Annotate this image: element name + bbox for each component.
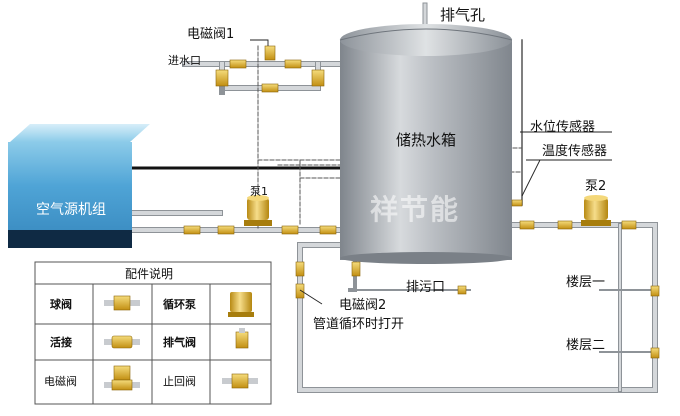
outlet-fitting-1 [519,220,535,230]
legend-icons [104,292,258,391]
inlet-fitting-2 [284,59,302,69]
air-source-unit-label: 空气源机组 [36,202,106,218]
ball-valve-icon [104,295,140,311]
pipe-note-label: 管道循环时打开 [313,317,405,332]
drain-fitting [351,261,361,277]
legend-item-circulation-pump: 循环泵 [163,298,196,311]
unit-return-pipe [127,210,343,233]
solenoid-valve-icon [104,365,140,391]
return-fitting-2 [217,225,235,235]
pump-2-label: 泵2 [585,179,607,194]
solenoid-valve-2-body [295,283,305,299]
pump-1-label: 泵1 [250,185,268,198]
legend-item-check-valve: 止回阀 [163,375,196,388]
storage-tank-label: 储热水箱 [396,131,457,149]
inlet-fitting-1 [229,59,247,69]
outlet-fitting-2 [557,220,573,230]
floor-1-label: 楼层一 [566,275,606,290]
legend-item-ball-valve: 球阀 [50,298,72,311]
fittings [183,45,660,359]
pump-2 [581,195,611,226]
solenoid-valve-1-label: 电磁阀1 [187,27,235,42]
exhaust-valve-icon [235,328,249,349]
solenoid-valve-2-label: 电磁阀2 [339,298,387,313]
return-fitting-4 [319,225,337,235]
leader-lines [250,39,612,305]
circulation-pump-icon [228,292,254,317]
water-inlet-label: 进水口 [168,54,201,67]
union-fitting-icon [104,335,140,349]
return-fitting-3 [281,225,299,235]
storage-tank [339,24,513,264]
loop-fitting-1 [295,261,305,277]
floor-1-fitting [650,285,660,297]
temperature-sensor-fitting [511,199,523,207]
exhaust-hole-label: 排气孔 [440,6,486,24]
drain-outlet-label: 排污口 [406,280,446,295]
legend-item-exhaust-valve: 排气阀 [163,336,196,349]
temperature-sensor-label: 温度传感器 [542,144,608,159]
legend-item-union: 活接 [50,336,72,349]
inlet-fitting-4 [215,69,229,87]
legend-title: 配件说明 [125,267,174,281]
solenoid-valve-1-body [264,45,276,61]
floor-2-fitting [650,347,660,359]
legend-item-solenoid-valve: 电磁阀 [44,375,77,388]
water-level-sensor-label: 水位传感器 [530,120,596,135]
return-fitting-1 [183,225,201,235]
pump-1 [244,195,272,226]
drain-outlet-fitting [457,285,467,295]
watermark: 祥节能 [370,193,461,226]
air-source-unit [8,124,150,248]
check-valve-icon [222,373,258,389]
inlet-fitting-5 [311,69,325,87]
outlet-fitting-3 [621,220,637,230]
inlet-fitting-3 [261,83,279,93]
floor-2-label: 楼层二 [566,338,606,353]
